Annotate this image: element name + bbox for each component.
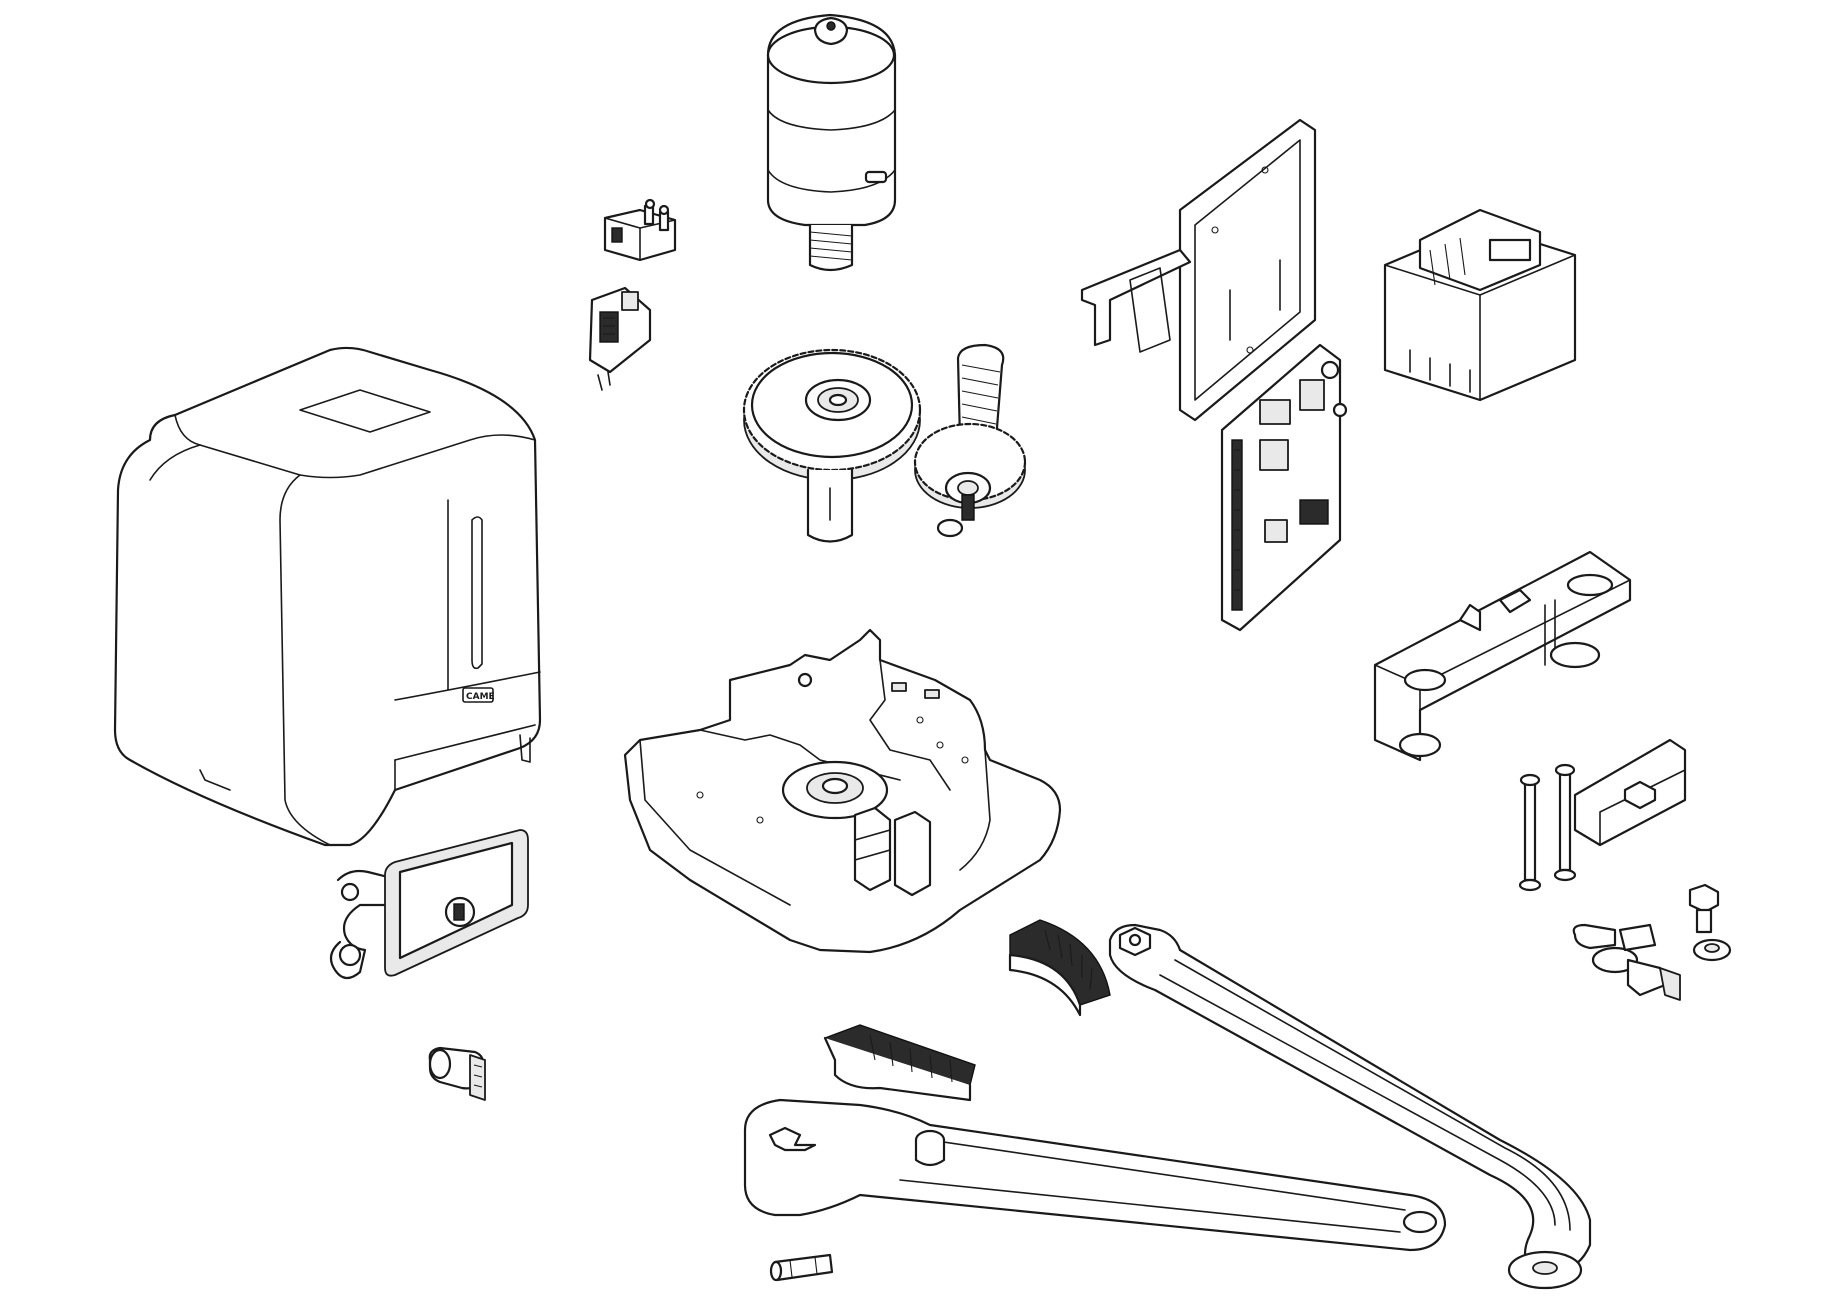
- worm-gear-shaft: [913, 343, 1027, 538]
- transformer: [1383, 208, 1577, 402]
- hex-bolt: [1688, 883, 1720, 934]
- gearbox-base: [623, 628, 1062, 954]
- release-key: [428, 1046, 486, 1101]
- straight-arm: [743, 1098, 1447, 1252]
- fixing-screws: [1518, 763, 1577, 892]
- gate-mounting-bracket: [1373, 550, 1632, 762]
- terminal-block: [603, 198, 677, 262]
- mechanical-stop-lower: [823, 1024, 976, 1102]
- release-lock-plate: [329, 829, 529, 980]
- limit-switch-board: [588, 286, 652, 391]
- motor-cover: CAME: [113, 346, 542, 847]
- output-gear: [742, 348, 922, 543]
- mechanical-stop-upper: [1008, 919, 1111, 1017]
- washer: [1692, 938, 1732, 962]
- release-key-assembly: [1572, 923, 1681, 1001]
- arm-bracket-plate: [1573, 738, 1687, 847]
- cover-logo: CAME: [466, 692, 495, 702]
- curved-arm: [1108, 923, 1592, 1272]
- pin: [769, 1253, 834, 1282]
- control-board: [1220, 343, 1348, 632]
- arm-pivot: [1507, 1250, 1583, 1290]
- control-board-bracket: [1080, 118, 1317, 422]
- electric-motor: [766, 13, 897, 272]
